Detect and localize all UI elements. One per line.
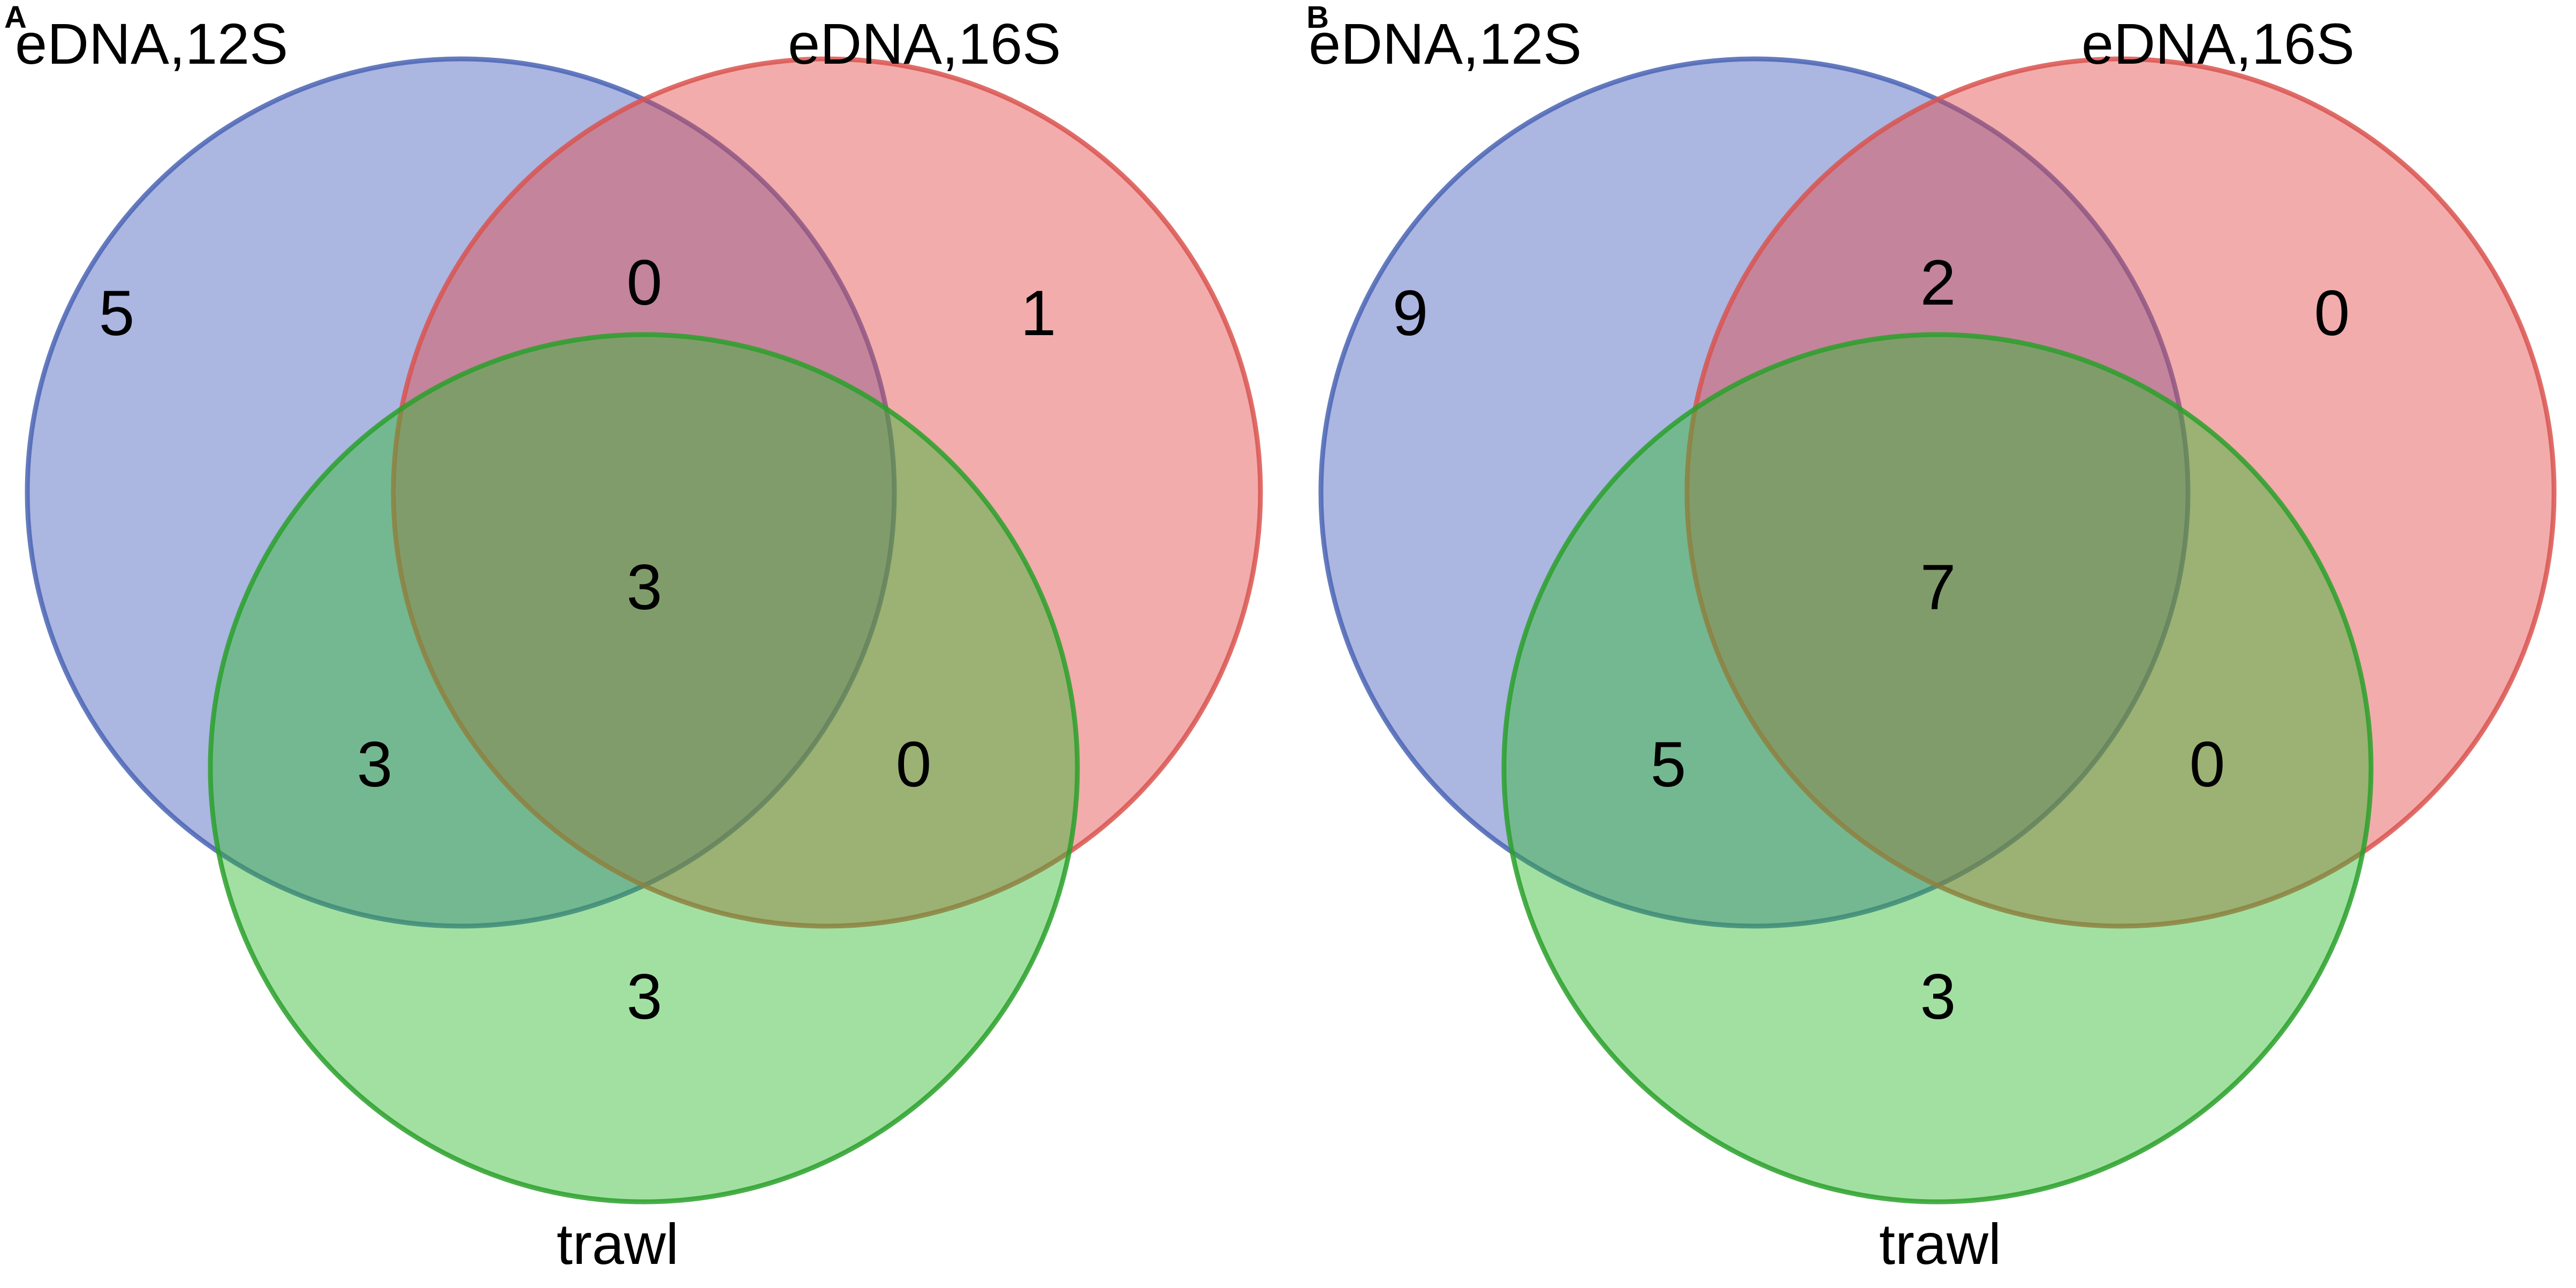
circle-edna-16s (1684, 56, 2557, 929)
panel-b-count-12s-and-16s: 2 (1920, 247, 1956, 319)
panel-b-venn-circles (1318, 56, 2557, 1204)
panel-a-count-12s-and-16s: 0 (626, 247, 663, 319)
panel-a: A eDNA,12S eDNA,16S trawl 5 0 1 3 3 0 3 (4, 0, 1263, 1276)
panel-b: B eDNA,12S eDNA,16S trawl 9 2 0 7 5 0 3 (1288, 0, 2576, 1288)
panel-a-count-12s-and-trawl: 3 (356, 729, 393, 800)
panel-a-label-edna-12s: eDNA,12S (15, 11, 288, 76)
panel-a-count-only-trawl: 3 (626, 961, 663, 1033)
panel-a-label-edna-16s: eDNA,16S (788, 11, 1061, 76)
panel-b-count-only-16s: 0 (2314, 277, 2350, 349)
circle-edna-16s (391, 56, 1263, 929)
panel-b-count-only-trawl: 3 (1920, 961, 1956, 1033)
circle-edna-12s (25, 56, 897, 929)
panel-b-label-edna-12s: eDNA,12S (1309, 11, 1582, 76)
panel-a-letter: A (4, 0, 27, 35)
circle-edna-12s (1318, 56, 2191, 929)
panel-a-count-only-16s: 1 (1020, 277, 1057, 349)
panel-a-count-only-12s: 5 (98, 277, 135, 349)
panel-a-count-all-three: 3 (626, 551, 663, 623)
panel-b-count-16s-and-trawl: 0 (2189, 729, 2225, 800)
panel-b-label-trawl: trawl (1879, 1211, 2002, 1276)
circle-trawl (208, 332, 1080, 1204)
panel-a-count-16s-and-trawl: 0 (895, 729, 932, 800)
circle-trawl (1501, 332, 2374, 1204)
panel-b-count-12s-and-trawl: 5 (1650, 729, 1686, 800)
panel-b-label-edna-16s: eDNA,16S (2081, 11, 2355, 76)
panel-b-letter: B (1306, 0, 1329, 35)
panel-a-venn-circles (25, 56, 1263, 1204)
panel-a-label-trawl: trawl (557, 1211, 679, 1276)
panel-b-count-all-three: 7 (1920, 551, 1956, 623)
panel-b-count-only-12s: 9 (1392, 277, 1428, 349)
